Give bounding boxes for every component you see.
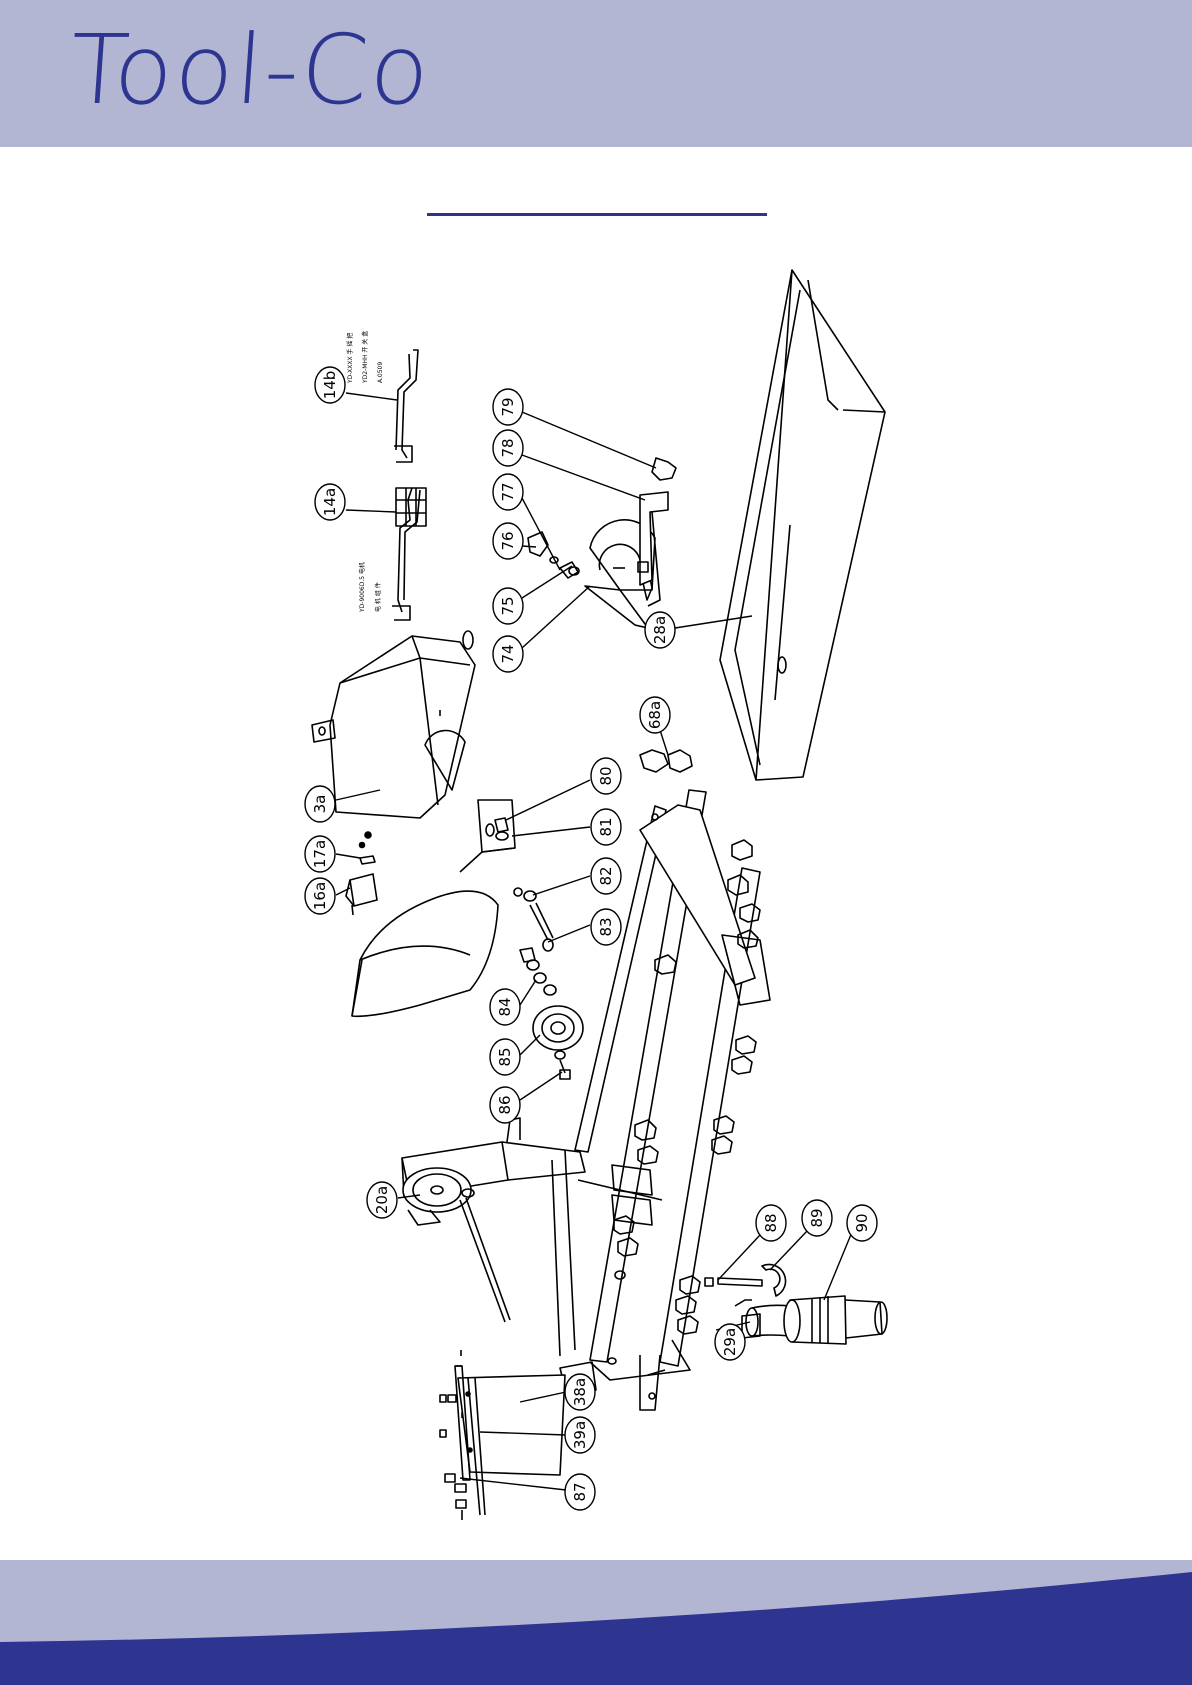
motor-label-a1: YD-9006D.5 电机 (358, 562, 366, 613)
parts-74-79-mitre-gauge (528, 458, 676, 628)
callout-80: 80 (591, 758, 621, 794)
motor-part-annotations: YD-9006D.5 电机 电 机 组 件 YD-XXXX 手 摇 把 YD2-… (346, 331, 384, 613)
part-14a-switch-bracket (392, 488, 426, 620)
callout-81: 81 (591, 809, 621, 845)
callout-38a: 38a (565, 1374, 595, 1410)
part-riving-knife (352, 800, 522, 1016)
callout-87: 87 (565, 1474, 595, 1510)
callout-number: 17a (311, 840, 329, 868)
callout-number: 86 (496, 1095, 514, 1114)
callout-14a: 14a (315, 484, 345, 520)
callout-number: 83 (597, 917, 615, 936)
motor-label-a2: 电 机 组 件 (374, 582, 382, 612)
callout-90: 90 (847, 1205, 877, 1241)
callout-39a: 39a (565, 1417, 595, 1453)
callout-number: 68a (646, 701, 664, 729)
callout-78: 78 (493, 430, 523, 466)
callout-84: 84 (490, 989, 520, 1025)
callout-86: 86 (490, 1087, 520, 1123)
callout-number: 79 (499, 397, 517, 416)
callout-number: 80 (597, 766, 615, 785)
callout-82: 82 (591, 858, 621, 894)
footer-band (0, 1560, 1192, 1685)
callout-number: 88 (762, 1213, 780, 1232)
callout-number: 82 (597, 866, 615, 885)
callout-88: 88 (756, 1205, 786, 1241)
callout-number: 14b (321, 371, 339, 400)
part-28a-tray (720, 270, 885, 780)
callout-28a: 28a (645, 612, 675, 648)
callout-83: 83 (591, 909, 621, 945)
motor-label-b2: YD2-MHH 开 关 盒 (361, 331, 369, 384)
callout-number: 90 (853, 1213, 871, 1232)
callout-16a: 16a (305, 878, 335, 914)
part-14b-crank (394, 350, 418, 462)
callout-75: 75 (493, 588, 523, 624)
callout-number: 77 (499, 482, 517, 501)
main-frame-stand (402, 790, 770, 1410)
callout-number: 78 (499, 438, 517, 457)
callout-3a: 3a (305, 786, 335, 822)
callout-number: 87 (571, 1482, 589, 1501)
part-3a-blade-guard (312, 631, 475, 818)
callout-number: 76 (499, 531, 517, 550)
callout-68a: 68a (640, 697, 670, 733)
callout-77: 77 (493, 474, 523, 510)
callout-number: 84 (496, 997, 514, 1016)
callout-number: 75 (499, 596, 517, 615)
callout-89: 89 (802, 1200, 832, 1236)
callout-number: 39a (571, 1421, 589, 1449)
callout-14b: 14b (315, 367, 345, 403)
callout-number: 16a (311, 882, 329, 910)
callout-85: 85 (490, 1039, 520, 1075)
callout-79: 79 (493, 389, 523, 425)
callout-74: 74 (493, 636, 523, 672)
callout-number: 85 (496, 1047, 514, 1066)
callout-number: 20a (373, 1186, 391, 1214)
callout-number: 81 (597, 817, 615, 836)
callout-number: 89 (808, 1208, 826, 1227)
motor-label-b1: YD-XXXX 手 摇 把 (346, 333, 354, 384)
callout-number: 74 (499, 644, 517, 663)
callout-number: 29a (721, 1328, 739, 1356)
callout-number: 28a (651, 616, 669, 644)
callout-number: 3a (311, 795, 329, 814)
callout-20a: 20a (367, 1182, 397, 1218)
motor-label-b3: A.0509 (377, 362, 384, 383)
callout-17a: 17a (305, 836, 335, 872)
callout-76: 76 (493, 523, 523, 559)
parts-16a-17a-bracket (346, 832, 377, 915)
callout-number: 38a (571, 1378, 589, 1406)
callout-number: 14a (321, 488, 339, 516)
callout-29a: 29a (715, 1324, 745, 1360)
